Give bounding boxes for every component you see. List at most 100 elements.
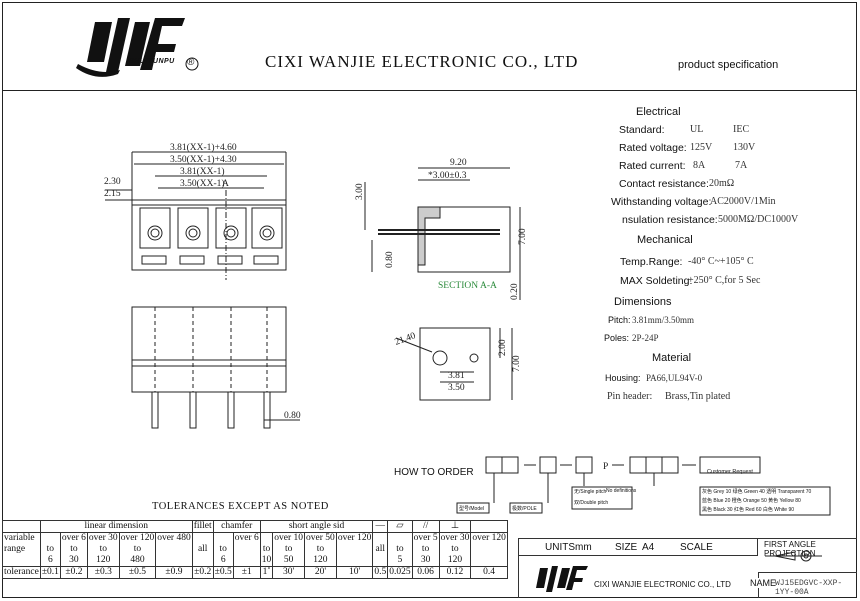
rated-voltage-iec: 130V — [733, 142, 756, 153]
withstand-val: AC2000V/1Min — [710, 196, 776, 207]
housing-label: Housing: — [605, 373, 641, 383]
tolerance-value-cell: ±0.3 — [86, 566, 120, 579]
tolerance-value-cell: ±0.9 — [155, 566, 193, 579]
projection-label: FIRST ANGLE PROJECTION — [764, 540, 816, 558]
dimensions-heading: Dimensions — [614, 296, 672, 308]
size-label: SIZE — [615, 542, 638, 553]
tolerance-range-cell: over 120 — [470, 532, 508, 567]
tolerance-range-cell: over 480 — [155, 532, 193, 567]
rated-current-iec: 7A — [735, 160, 748, 171]
tolerance-value-cell: 10' — [335, 566, 374, 579]
solder-val: +250° C,for 5 Sec — [688, 275, 761, 286]
units-label: UNITS — [545, 542, 575, 553]
material-heading: Material — [652, 352, 692, 364]
poles-val: 2P-24P — [632, 333, 659, 343]
tolerance-table: linear dimension fillet chamfer short an… — [2, 520, 508, 579]
tolerance-value-cell: ±0.2 — [59, 566, 88, 579]
tolerance-value-cell: 1˚ — [259, 566, 274, 579]
withstand-label: Withstanding voltage: — [611, 196, 712, 208]
dim-d11: 0.80 — [385, 251, 395, 268]
tolerance-value-cell: 0.5 — [372, 566, 389, 579]
tolerance-value-cell: ±0.5 — [212, 566, 234, 579]
dim-d3: 3.81(XX-1) — [180, 166, 225, 177]
order-pitch1b: No definitions — [606, 488, 637, 494]
tolerance-range-cell: over 6 — [232, 532, 261, 567]
dim-d9: 3.00 — [355, 183, 365, 200]
tolerance-range-cell: all — [191, 532, 214, 567]
brand-logo-icon — [76, 18, 185, 77]
tolerance-value-cell: 0.025 — [387, 566, 413, 579]
color-row: 蓝色 Blue 20 橙色 Orange 50 黄色 Yellow 80 — [702, 498, 801, 504]
tolerance-value-cell: 0.12 — [438, 566, 472, 579]
pitch-val: 3.81mm/3.50mm — [632, 315, 695, 325]
dim-d16: 3.81 — [448, 371, 465, 381]
dim-d8: *3.00±0.3 — [428, 171, 467, 181]
symbol-flatness-icon: ▱ — [387, 520, 413, 533]
company-name: CIXI WANJIE ELECTRONIC CO., LTD — [265, 52, 579, 71]
temp-label: Temp.Range: — [620, 256, 683, 268]
tolerance-value-row: tolerance ±0.1±0.2±0.3±0.5±0.9±0.2±0.5±1… — [2, 566, 508, 579]
order-customer: Customer Request — [707, 469, 753, 475]
dim-d14: 2.00 — [498, 339, 508, 356]
tolerance-value-cell: 0.06 — [411, 566, 440, 579]
header-divider — [2, 90, 857, 91]
color-row: 灰色 Grey 10 绿色 Green 40 透明 Transparent 70 — [702, 489, 812, 495]
pin-label: Pin header: — [607, 391, 653, 402]
dim-d15: 7.00 — [512, 355, 522, 372]
units-val: mm — [575, 542, 592, 553]
dim-d4: 3.50(XX-1) — [180, 178, 225, 189]
poles-label: Poles: — [604, 333, 630, 343]
tolerance-range-cell: all — [372, 532, 389, 567]
doc-type: product specification — [678, 59, 779, 71]
solder-label: MAX Soldeting: — [620, 275, 693, 287]
group-chamfer: chamfer — [212, 520, 261, 533]
symbol-perpendicular-icon: ⊥ — [438, 520, 472, 533]
insulation-val: 5000MΩ/DC1000V — [718, 214, 799, 225]
brand-name: SHUIYUNPU — [129, 58, 175, 65]
scale-label: SCALE — [680, 542, 713, 553]
tolerances-title: TOLERANCES EXCEPT AS NOTED — [152, 501, 329, 512]
dim-d6: 2.15 — [104, 189, 121, 199]
electrical-heading: Electrical — [636, 106, 681, 118]
order-p: P — [603, 462, 608, 472]
dim-d7: 9.20 — [450, 158, 467, 168]
order-title: HOW TO ORDER — [394, 467, 474, 478]
section-mark-a: A — [222, 179, 229, 189]
standard-iec: IEC — [733, 124, 750, 135]
pcb-layout-view — [395, 327, 513, 401]
size-val: A4 — [642, 542, 655, 553]
dim-d10: 7.00 — [518, 228, 528, 245]
order-box-model: 型号/Model — [459, 506, 485, 512]
rated-current-ul: 8A — [693, 160, 706, 171]
tolerance-group-row: linear dimension fillet chamfer short an… — [2, 520, 508, 533]
bottom-view — [131, 306, 300, 429]
tolerance-value-cell: ±0.2 — [191, 566, 214, 579]
tolerance-label: tolerance — [2, 566, 41, 579]
order-code-boxes — [456, 456, 831, 516]
temp-val: -40° C~+105° C — [688, 256, 754, 267]
contact-res-label: Contact resistance: — [619, 178, 709, 190]
name-val: WJ15EDGVC-XXP-1YY-00A — [775, 579, 843, 597]
dim-d2: 3.50(XX-1)+4.30 — [170, 154, 237, 165]
color-row: 黑色 Black 30 红色 Red 60 白色 White 90 — [702, 507, 794, 513]
tolerance-value-cell: ±1 — [232, 566, 261, 579]
name-label: NAME — [750, 578, 777, 588]
rated-voltage-label: Rated voltage: — [619, 142, 687, 154]
standard-ul: UL — [690, 124, 704, 135]
contact-res-val: 20mΩ — [709, 178, 735, 189]
standard-label: Standard: — [619, 124, 665, 136]
rated-voltage-ul: 125V — [690, 142, 713, 153]
symbol-parallel-icon: // — [411, 520, 440, 533]
pitch-label: Pitch: — [608, 315, 631, 325]
